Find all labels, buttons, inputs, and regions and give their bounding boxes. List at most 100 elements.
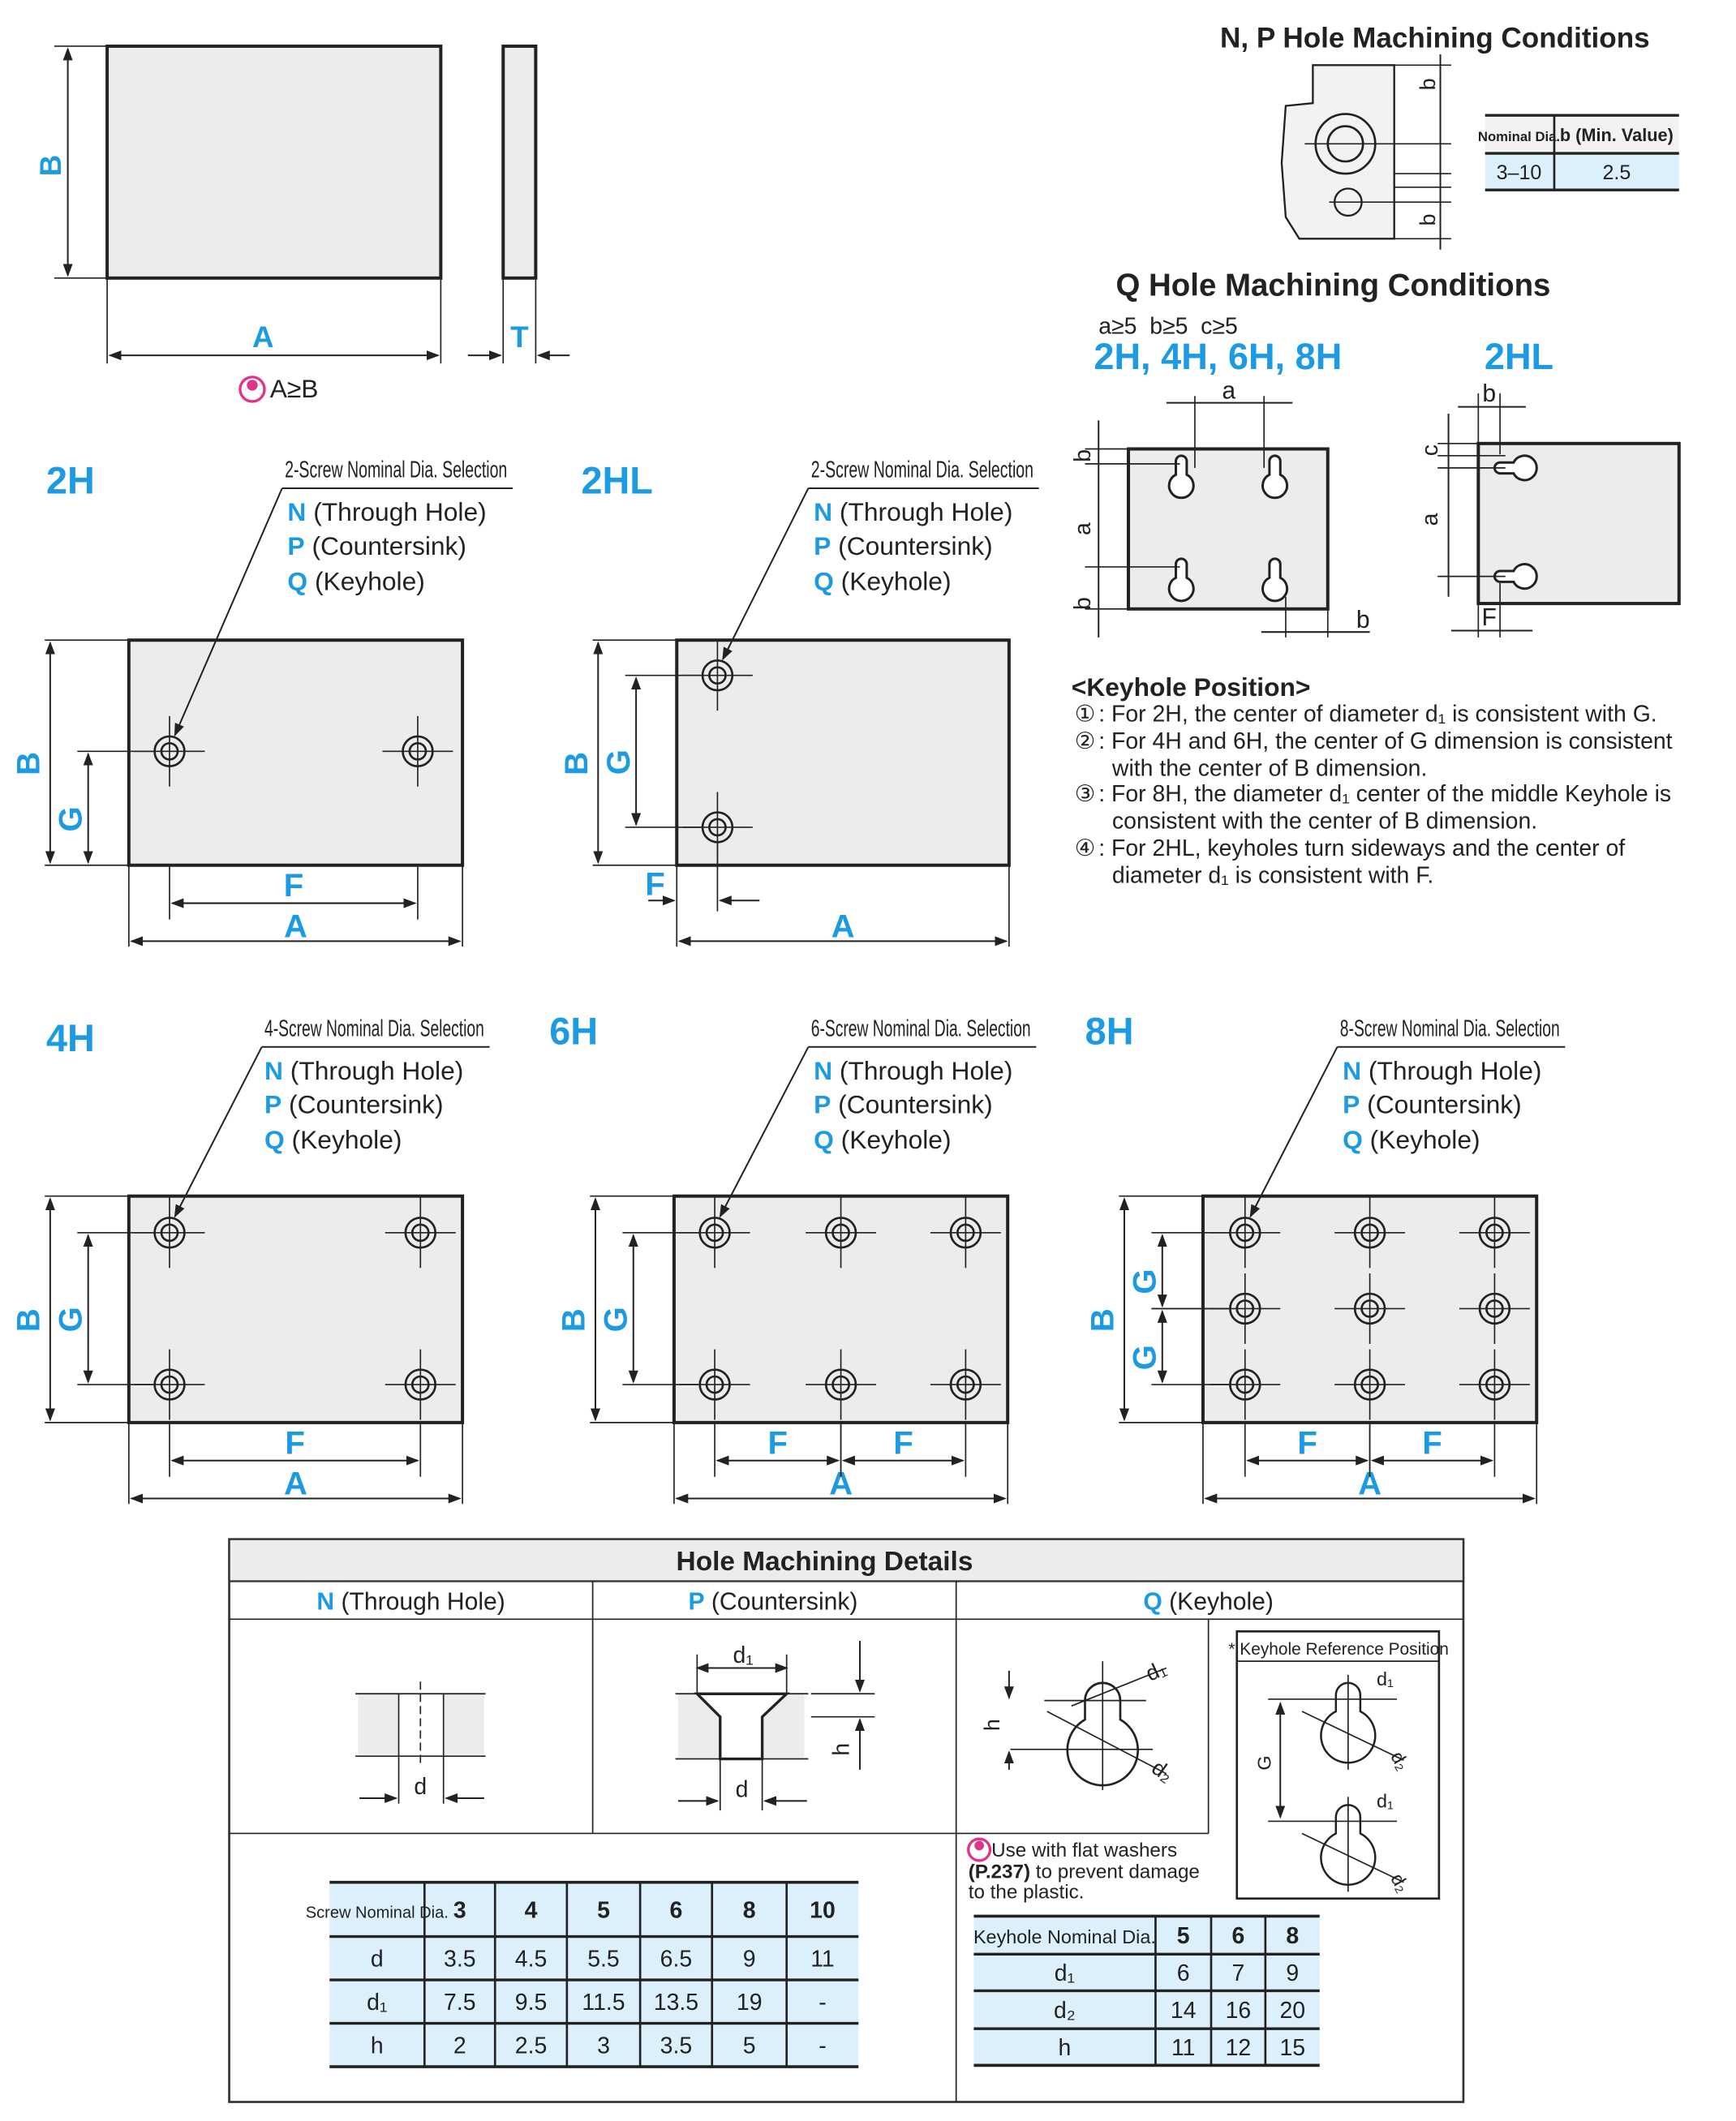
option-label: (Countersink) [1360,1090,1521,1119]
dim-G-label: G [597,1307,634,1332]
table-header-cell: 5 [1177,1923,1190,1949]
keyhole-note-item: ②: For 4H and 6H, the center of G dimens… [1075,728,1673,781]
dim-B-label: B [10,1308,46,1332]
table-cell: 16 [1226,1998,1252,2024]
option-N: N (Through Hole) [1343,1056,1541,1085]
table-cell: 20 [1279,1998,1305,2024]
table-header-cell: 8 [1286,1923,1299,1949]
keyhole-h-label: h [980,1719,1004,1731]
option-label: (Through Hole) [1361,1056,1541,1085]
dim-B-label: B [556,1308,592,1332]
option-label: (Keyhole) [285,1125,402,1154]
option-letter: Q [814,566,834,595]
option-label: (Through Hole) [832,497,1012,526]
details-col-P-letter: P [688,1589,704,1616]
table-header-cell: Screw Nominal Dia. [306,1904,449,1921]
variant-label: 6H [549,1010,598,1052]
table-cell: 11.5 [582,1990,625,2016]
option-N: N (Through Hole) [264,1056,463,1085]
washer-note-page-link[interactable]: (P.237) [969,1861,1030,1883]
dim-F-label: F [284,867,304,904]
q-group2-label: 2HL [1485,336,1553,377]
washer-note-line3: to the plastic. [969,1882,1085,1904]
table-cell: d₁ [367,1990,387,2016]
table-cell: h [1059,2035,1072,2061]
table-cell: 3.5 [660,2033,693,2059]
details-col-P: P (Countersink) [688,1589,857,1616]
option-Q: Q (Keyhole) [814,566,951,595]
table-cell: d₂ [1054,1998,1076,2024]
selection-title: 4-Screw Nominal Dia. Selection [264,1015,484,1041]
plate [127,638,465,867]
option-label: (Countersink) [831,1090,992,1119]
q-hole-conditions: Q Hole Machining Conditions a≥5 b≥5 c≥5 … [1070,268,1681,638]
q-dim-a-top: a [1222,378,1235,405]
variant-label: 2HL [581,460,652,502]
details-title: Hole Machining Details [677,1547,973,1577]
table-cell: h [371,2033,384,2059]
q2hl-dim-c: c [1417,444,1443,456]
countersink-d-label: d [736,1776,749,1802]
option-label: (Countersink) [281,1090,443,1119]
table-cell: 2.5 [515,2033,548,2059]
table-header-cell: 8 [743,1897,756,1923]
option-letter: P [1343,1090,1360,1119]
q2hl-dim-a: a [1417,513,1443,526]
countersink-h-label: h [829,1743,855,1756]
table-header-cell: 6 [670,1897,683,1923]
table-header-cell: Nominal Dia. [1478,129,1560,144]
selection-title: 2-Screw Nominal Dia. Selection [285,457,507,483]
dim-B-label: B [34,155,67,177]
option-letter: P [264,1090,281,1119]
table-cell: 3–10 [1497,161,1542,184]
table-cell: 7 [1232,1960,1245,1986]
table-header-cell: 5 [597,1897,610,1923]
details-col-Q-letter: Q [1143,1589,1162,1616]
option-letter: Q [264,1125,285,1154]
q-conditions-title: Q Hole Machining Conditions [1115,268,1550,303]
dim-F-label: F [645,866,665,903]
keyhole-note-text-cont: diameter d₁ is consistent with F. [1112,862,1433,888]
np-conditions-title: N, P Hole Machining Conditions [1220,23,1650,54]
keyhole-note-text: : For 2H, the center of diameter d₁ is c… [1098,702,1657,728]
note-a-ge-b: A≥B [270,374,319,403]
variant-label: 8H [1085,1010,1134,1052]
dim-G-label: G [1126,1345,1162,1370]
option-label: (Countersink) [831,531,992,560]
keyhole-note-number: ④ [1075,835,1095,861]
through-hole-d-label: d [414,1774,427,1800]
option-Q: Q (Keyhole) [814,1125,951,1154]
keyhole-note-number: ① [1075,702,1095,728]
option-letter: Q [814,1125,834,1154]
np-dim-b-bottom: b [1416,213,1440,225]
table-cell: 13.5 [654,1990,698,2016]
option-N: N (Through Hole) [814,497,1012,526]
table-header-cell: 3 [453,1897,466,1923]
table-cell: 6.5 [660,1947,693,1973]
keyhole-note-number: ② [1075,728,1095,754]
countersink-drawing: d₁ d h [675,1641,875,1811]
option-Q: Q (Keyhole) [264,1125,402,1154]
keyhole-drawing: d₁ d₂ h [980,1655,1178,1790]
dim-A-label: A [284,908,307,944]
details-col-N-label: (Through Hole) [334,1589,505,1616]
washer-note: Use with flat washers (P.237) to prevent… [967,1837,1200,1904]
dim-B-label: B [10,752,46,775]
washer-note-line2: (P.237) to prevent damage [969,1861,1200,1883]
washer-note-line2-text: to prevent damage [1030,1861,1200,1883]
dim-G-label: G [1126,1269,1162,1294]
table-header-cell: b (Min. Value) [1560,125,1674,145]
q-dim-b-bottom: b [1356,607,1370,633]
keyhole-position-notes: <Keyhole Position> ①: For 2H, the center… [1072,672,1673,889]
details-col-N-letter: N [316,1589,334,1616]
dim-F-label: F [893,1424,913,1461]
option-label: (Through Hole) [832,1056,1012,1085]
option-letter: Q [1343,1125,1363,1154]
plate-overview: B A T A≥B [34,44,570,403]
